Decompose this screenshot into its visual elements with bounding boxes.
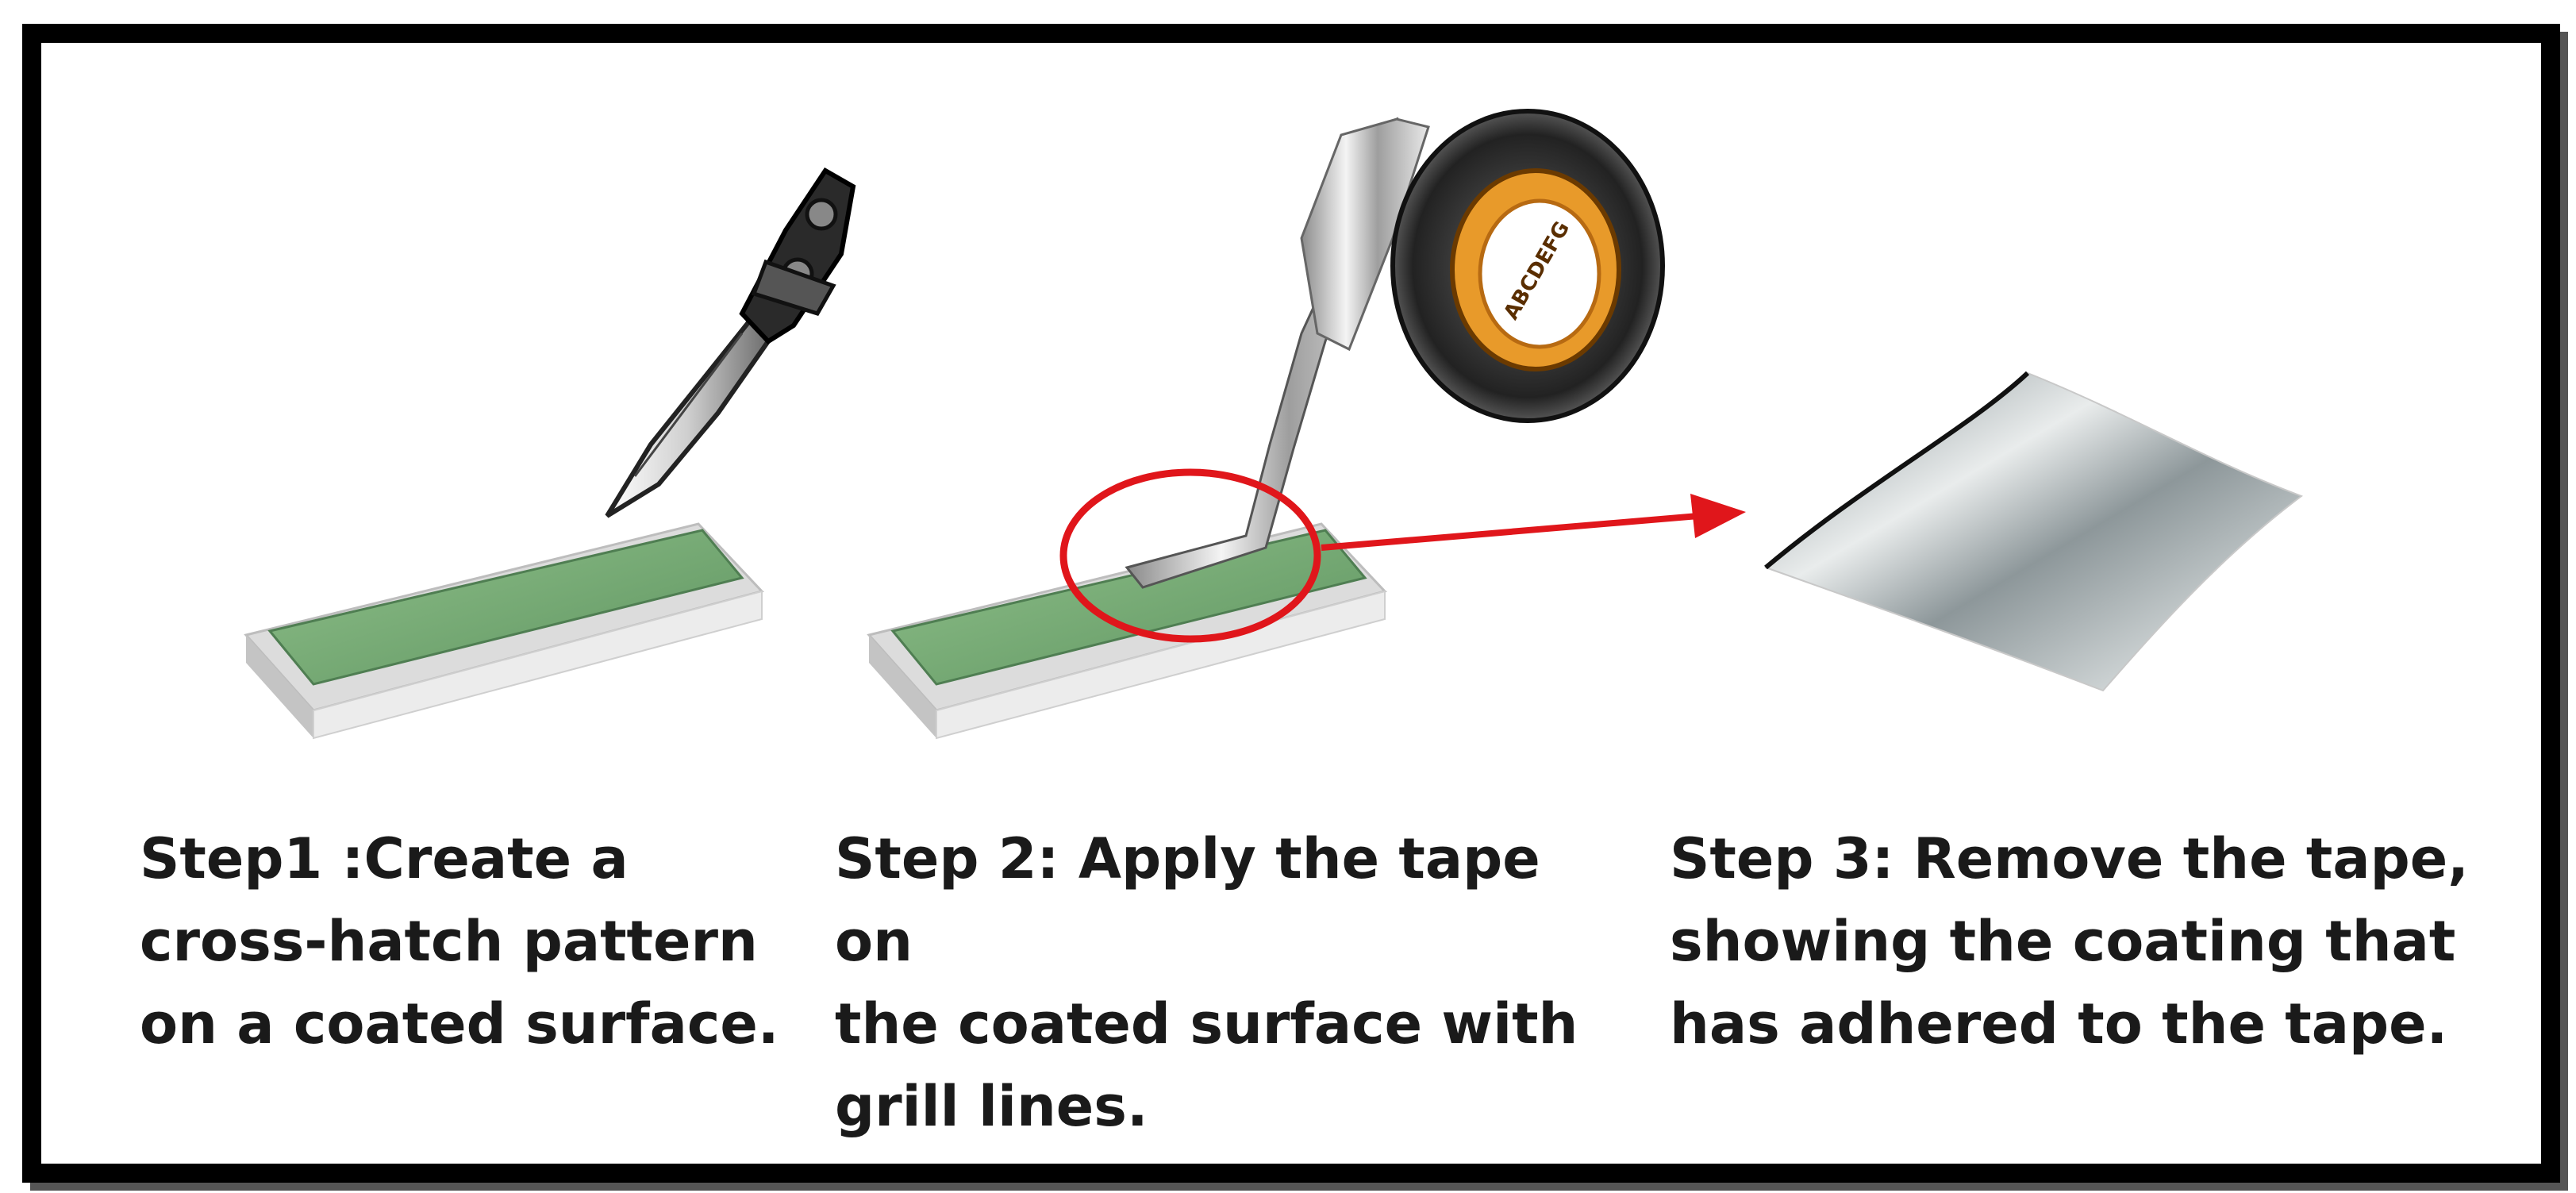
step1-caption: Step1 :Create a cross-hatch pattern on a… — [140, 826, 779, 1056]
arrow-to-step3 — [1321, 494, 1746, 551]
tape-roll-icon: ABCDEFG — [1390, 109, 1665, 423]
step3-caption: Step 3: Remove the tape, showing the coa… — [1670, 826, 2469, 1056]
step2-coated-plate — [867, 522, 1387, 740]
step2-caption: Step 2: Apply the tape on the coated sur… — [835, 826, 1578, 1139]
tape-strip — [1125, 117, 1430, 589]
highlight-circle — [1059, 468, 1321, 643]
step1-coated-plate — [244, 522, 764, 740]
knife-icon — [605, 167, 856, 518]
peeled-tape-icon — [1764, 371, 2304, 692]
